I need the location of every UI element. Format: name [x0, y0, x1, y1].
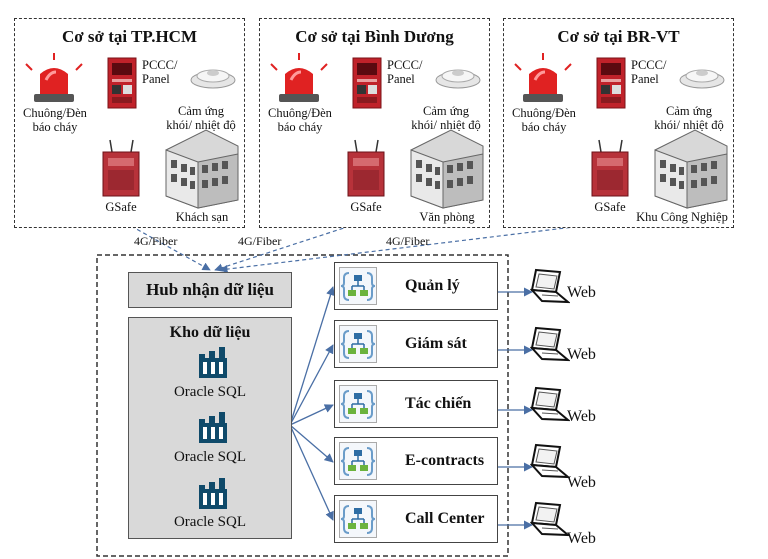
data-hub: Hub nhận dữ liệu [128, 272, 292, 308]
connection-label: 4G/Fiber [238, 234, 282, 248]
link-bd [214, 225, 351, 272]
link-hcm [130, 225, 211, 271]
module-quan-ly[interactable]: Quản lý [334, 262, 498, 310]
link-brvt [219, 223, 599, 274]
platform-container [96, 254, 509, 557]
module-call-center[interactable]: Call Center [334, 495, 498, 543]
connection-label: 4G/Fiber [134, 234, 178, 248]
warehouse-title: Kho dữ liệu [169, 324, 251, 341]
flowchart-icon [339, 442, 377, 480]
gsafe-label: GSafe [594, 200, 626, 214]
database-icons [199, 347, 227, 509]
site-title: Cơ sở tại BR-VT [557, 27, 680, 46]
oracle-db-label: Oracle SQL [173, 449, 247, 465]
module-tac-chien[interactable]: Tác chiến [334, 380, 498, 428]
laptop-icon [531, 444, 569, 478]
panel-label: PCCC/Panel [631, 58, 667, 86]
panel-label: PCCC/Panel [142, 58, 178, 86]
web-label: Web [567, 346, 596, 363]
module-giam-sat[interactable]: Giám sát [334, 320, 498, 368]
building-label: Khách sạn [175, 210, 229, 224]
module-label: Giám sát [405, 335, 467, 352]
data-warehouse: Kho dữ liệu Oracle SQL Oracle SQL Oracle… [128, 317, 292, 539]
building-label: Khu Công Nghiệp [636, 210, 728, 224]
laptop-icon [531, 387, 569, 421]
module-label: E-contracts [405, 452, 485, 469]
gsafe-label: GSafe [105, 200, 137, 214]
smoke-sensor-icon [190, 69, 236, 89]
gsafe-icon [102, 139, 140, 197]
site-title: Cơ sở tại TP.HCM [61, 27, 197, 46]
connection-label: 4G/Fiber [386, 234, 430, 248]
laptop-icon [531, 269, 569, 303]
module-label: Quản lý [405, 277, 460, 294]
module-label: Call Center [405, 510, 485, 527]
web-label: Web [567, 408, 596, 425]
panel-icon [107, 57, 137, 109]
alarm-icon [25, 53, 83, 102]
flowchart-icon [339, 500, 377, 538]
web-label: Web [567, 530, 596, 547]
laptop-icon [531, 327, 569, 361]
laptop-icon [531, 502, 569, 536]
flowchart-icon [339, 325, 377, 363]
web-label: Web [567, 284, 596, 301]
site-title: Cơ sở tại Bình Dương [295, 27, 454, 46]
gsafe-label: GSafe [350, 200, 382, 214]
web-label: Web [567, 474, 596, 491]
panel-label: PCCC/Panel [387, 58, 423, 86]
device-icons [25, 51, 729, 210]
oracle-db-label: Oracle SQL [173, 514, 247, 530]
oracle-db-label: Oracle SQL [173, 384, 247, 400]
building-icon [165, 129, 239, 209]
flowchart-icon [339, 267, 377, 305]
building-label: Văn phòng [419, 210, 475, 224]
module-e-contracts[interactable]: E-contracts [334, 437, 498, 485]
flowchart-icon [339, 385, 377, 423]
module-label: Tác chiến [405, 395, 472, 412]
